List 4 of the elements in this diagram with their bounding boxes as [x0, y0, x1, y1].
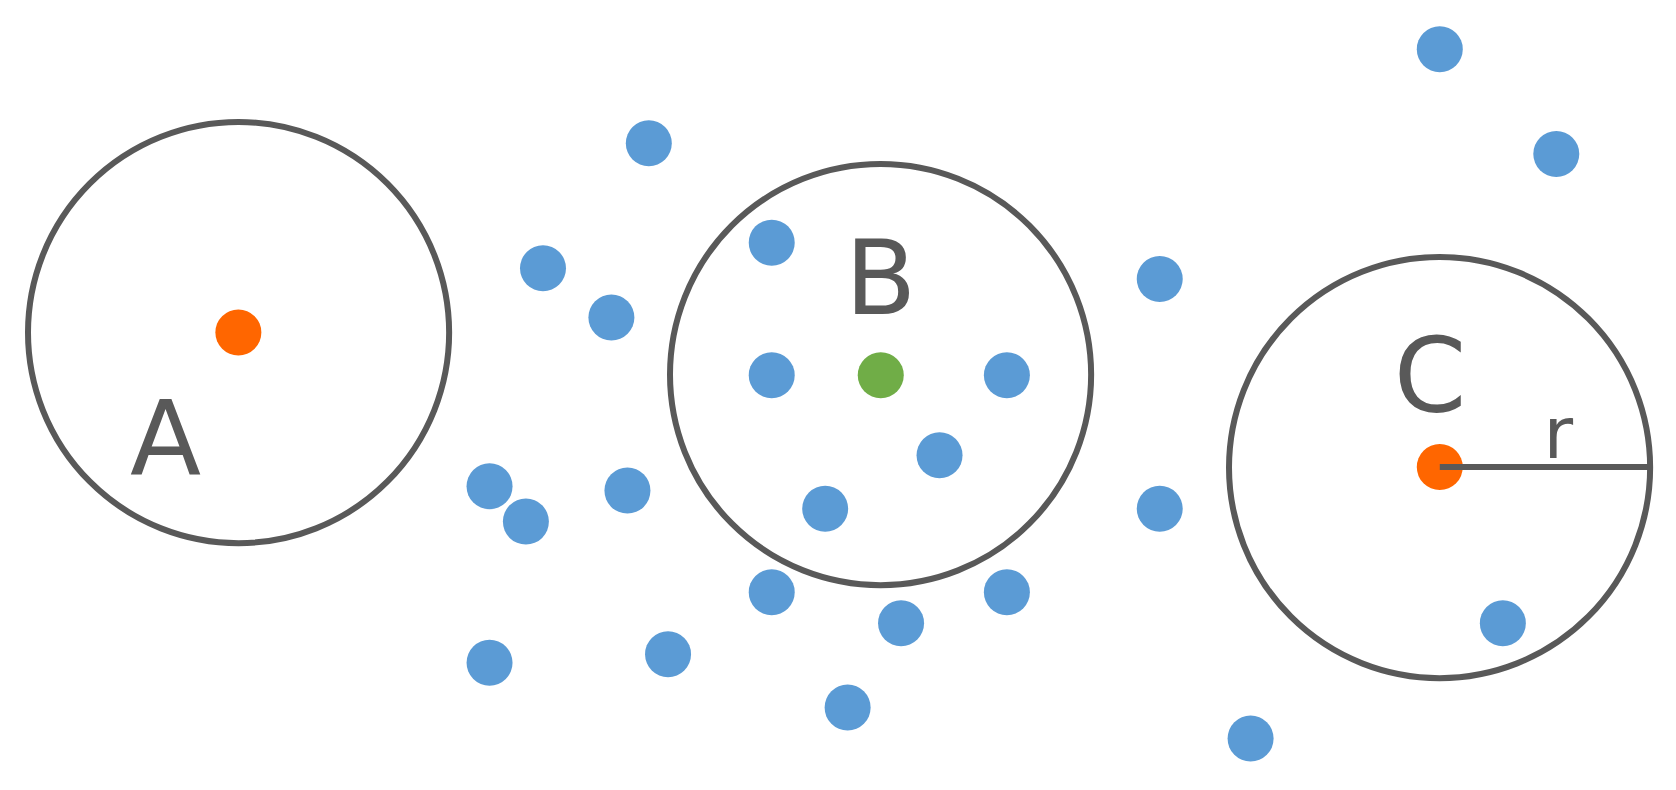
radius-label: r [1543, 396, 1574, 469]
circle-label: A [130, 386, 202, 491]
circle-label: B [845, 225, 917, 330]
circle-label: C [1393, 324, 1467, 429]
